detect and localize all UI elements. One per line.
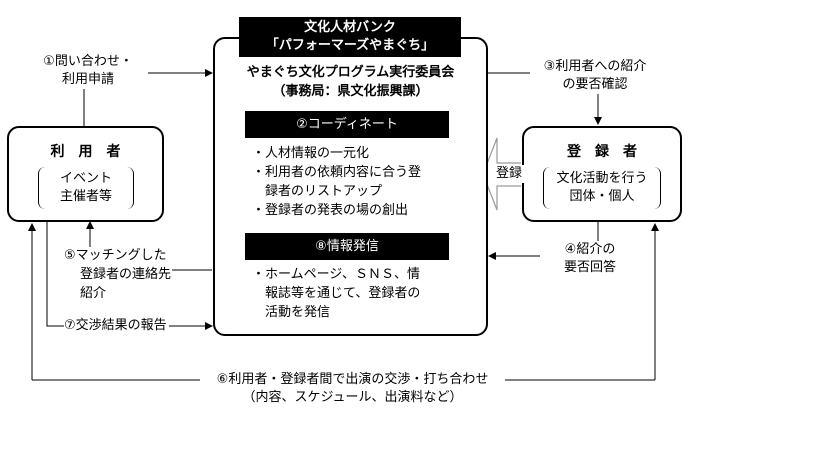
coordinate-header: ②コーディネート <box>245 111 449 138</box>
step6-line2: （内容、スケジュール、出演料など） <box>242 390 463 405</box>
step4-line2: 要否回答 <box>563 260 616 275</box>
step1-line1: ①問い合わせ・ <box>43 54 133 69</box>
registrant-title: 登 録 者 <box>567 144 637 160</box>
bank-banner: 文化人材バンク 「パフォーマーズやまぐち」 <box>239 17 461 57</box>
registrant-detail-line1: 文化活動を行う <box>556 171 648 186</box>
coordinate-item: ・登録者の発表の場の創出 <box>252 203 409 218</box>
user-title: 利 用 者 <box>50 144 121 160</box>
committee-name: やまぐち文化プログラム実行委員会 <box>246 65 455 80</box>
step5-line3: 紹介 <box>80 286 107 301</box>
info-item: 活動を発信 <box>252 305 331 320</box>
user-box <box>7 126 164 222</box>
user-detail-line2: 主催者等 <box>59 189 112 204</box>
step1-line2: 利用申請 <box>28 71 148 89</box>
info-header: ⑧情報発信 <box>245 233 449 260</box>
registration-label: 登録 <box>493 165 525 183</box>
step3-line1: ③利用者への紹介 <box>530 58 660 76</box>
committee-box <box>213 37 488 336</box>
bank-title: 文化人材バンク <box>304 20 396 35</box>
user-detail-bracket <box>38 167 134 209</box>
user-detail-line1: イベント <box>59 171 112 186</box>
info-item: ・ホームページ、ＳＮＳ、情 <box>252 267 420 282</box>
committee-secretariat: （事務局：県文化振興課） <box>272 84 429 99</box>
step6-line1: ⑥利用者・登録者間で出演の交渉・打ち合わせ <box>200 371 505 389</box>
step5-line2: 登録者の連絡先 <box>80 267 172 282</box>
coordinate-item: 録者のリストアップ <box>252 184 383 199</box>
step5-line1: ⑤マッチングした <box>64 247 167 265</box>
step3-line2: の要否確認 <box>530 76 660 94</box>
step7-label: ⑦交渉結果の報告 <box>64 317 169 335</box>
coordinate-item: ・人材情報の一元化 <box>252 146 370 161</box>
step4-line1: ④紹介の <box>540 241 640 259</box>
bank-subtitle: 「パフォーマーズやまぐち」 <box>265 38 435 53</box>
registrant-detail-line2: 団体・個人 <box>569 189 635 204</box>
info-item: 報誌等を通じて、登録者の <box>252 286 421 301</box>
registrant-detail-bracket <box>543 167 661 209</box>
coordinate-item: ・利用者の依頼内容に合う登 <box>252 165 422 180</box>
